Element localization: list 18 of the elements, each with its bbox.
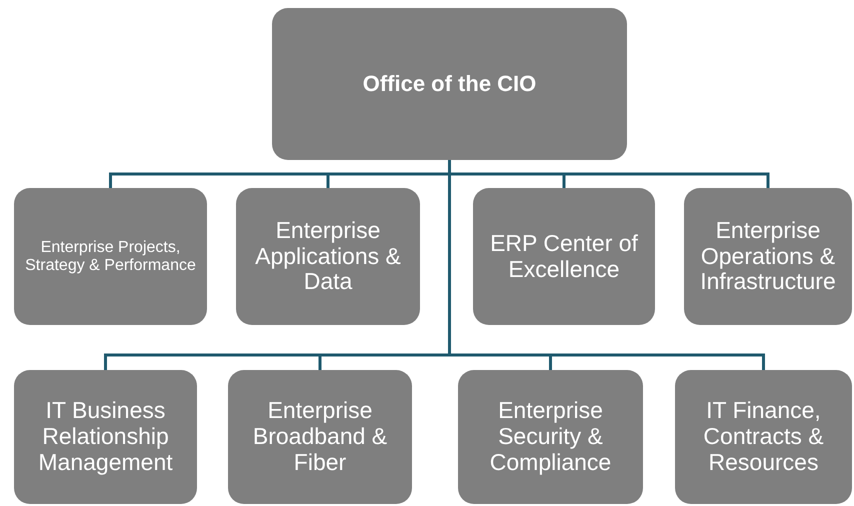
unit-title: IT Business Relationship Management (37, 398, 174, 476)
unit-title: ERP Center of Excellence (489, 230, 639, 282)
org-unit-box (458, 370, 643, 504)
unit-title: Enterprise Broadband & Fiber (252, 398, 388, 476)
unit-title: Office of the CIO (362, 70, 536, 98)
org-unit-box (236, 188, 420, 325)
org-unit-box (473, 188, 655, 325)
unit-title: Enterprise Operations & Infrastructure (699, 218, 837, 296)
unit-title: Enterprise Applications & Data (254, 218, 402, 296)
org-unit-box (684, 188, 852, 325)
org-unit-box (14, 188, 207, 325)
unit-title: IT Finance, Contracts & Resources (702, 398, 825, 476)
org-unit-box (14, 370, 197, 504)
unit-title: Enterprise Security & Compliance (488, 398, 612, 476)
org-unit-box (675, 370, 852, 504)
unit-title: Enterprise Projects, Strategy & Performance (24, 238, 197, 274)
org-unit-box (272, 8, 627, 160)
org-unit-box (228, 370, 412, 504)
